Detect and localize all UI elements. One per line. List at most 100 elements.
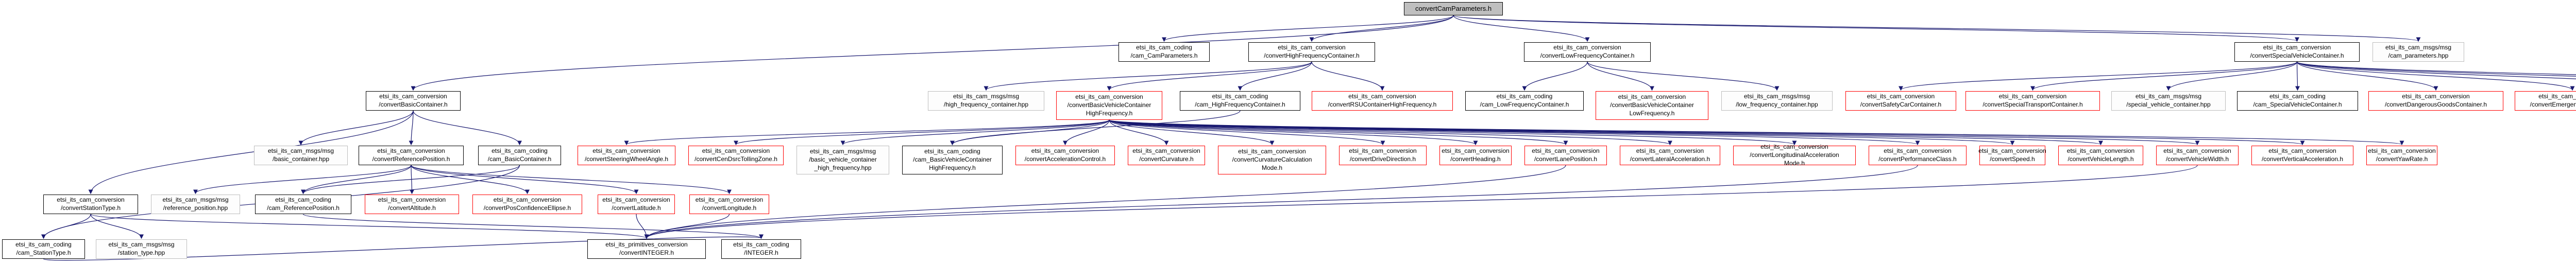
include-edge-convert-basic-container--cam-basic-container [413, 110, 522, 146]
graph-node-cam-station-type[interactable]: etsi_its_cam_coding/cam_StationType.h [2, 239, 85, 259]
graph-node-cam-reference-position[interactable]: etsi_its_cam_coding/cam_ReferencePositio… [255, 195, 351, 214]
include-edge-cam-station-type--cam-integer [43, 234, 764, 261]
graph-node-convert-lateral-acceleration[interactable]: etsi_its_cam_conversion/convertLateralAc… [1620, 146, 1720, 165]
graph-node-convert-vertical-acceleration[interactable]: etsi_its_cam_conversion/convertVerticalA… [2251, 146, 2353, 165]
include-edge-convert-hfc--hfc-hpp [984, 61, 1312, 91]
include-edge-convert-latitude--convert-integer [636, 214, 649, 239]
graph-node-convert-vehicle-width[interactable]: etsi_its_cam_conversion/convertVehicleWi… [2156, 146, 2239, 165]
include-edge-convert-svc--cam-svc [2295, 61, 2300, 91]
graph-node-hfc-hpp[interactable]: etsi_its_cam_msgs/msg/high_frequency_con… [928, 91, 1044, 111]
graph-node-cam-lfc[interactable]: etsi_its_cam_coding/cam_LowFrequencyCont… [1465, 91, 1584, 111]
graph-node-convert-bvchf[interactable]: etsi_its_cam_conversion/convertBasicVehi… [1056, 91, 1162, 120]
include-edge-convert-bvchf--convert-lane-position [1109, 119, 1568, 146]
include-edge-convert-reference-position--convert-pos-confidence-ellipse [411, 165, 530, 195]
graph-node-convert-drive-direction[interactable]: etsi_its_cam_conversion/convertDriveDire… [1339, 146, 1427, 165]
include-edge-convert-basic-container--convert-station-type [88, 110, 414, 195]
graph-node-convert-lfc[interactable]: etsi_its_cam_conversion/convertLowFreque… [1524, 42, 1651, 62]
include-edge-convert-hfc--convert-bvchf [1107, 61, 1312, 91]
include-edge-convert-svc--convert-safety-car [1899, 61, 2298, 91]
include-edge-convert-bvchf--convert-vehicle-length [1109, 119, 2103, 146]
graph-node-convert-safety-car[interactable]: etsi_its_cam_conversion/convertSafetyCar… [1845, 91, 1956, 111]
include-edge-convert-bvchf--convert-acceleration-control [1063, 119, 1110, 146]
graph-node-convert-longitudinal-acceleration[interactable]: etsi_its_cam_conversion/convertLongitudi… [1733, 143, 1856, 167]
graph-node-convert-reference-position[interactable]: etsi_its_cam_conversion/convertReference… [359, 146, 464, 165]
include-edge-convert-bvchf--convert-vehicle-width [1109, 119, 2199, 146]
include-edge-convert-reference-position--reference-position-hpp [193, 165, 412, 195]
graph-node-convert-dangerous-goods[interactable]: etsi_its_cam_conversion/convertDangerous… [2368, 91, 2503, 111]
include-edge-convert-bvchf--convert-yaw-rate [1109, 119, 2404, 146]
graph-node-lfc-hpp[interactable]: etsi_its_cam_msgs/msg/low_frequency_cont… [1721, 91, 1833, 111]
include-edge-root--cam-parameters-hpp [1453, 15, 2420, 42]
include-edge-convert-hfc--cam-hfc [1238, 61, 1312, 91]
graph-node-convert-hfc[interactable]: etsi_its_cam_conversion/convertHighFrequ… [1248, 42, 1375, 62]
graph-node-convert-yaw-rate[interactable]: etsi_its_cam_conversion/convertYawRate.h [2366, 146, 2437, 165]
graph-node-convert-altitude[interactable]: etsi_its_cam_conversion/convertAltitude.… [365, 195, 459, 214]
graph-node-convert-pos-confidence-ellipse[interactable]: etsi_its_cam_conversion/convertPosConfid… [472, 195, 582, 214]
graph-node-convert-svc[interactable]: etsi_its_cam_conversion/convertSpecialVe… [2234, 42, 2360, 62]
include-edge-convert-svc--convert-special-transport [2030, 61, 2298, 91]
graph-node-convert-bvclf[interactable]: etsi_its_cam_conversion/convertBasicVehi… [1596, 91, 1708, 120]
graph-node-convert-integer[interactable]: etsi_its_primitives_conversion/convertIN… [587, 239, 706, 259]
include-edge-convert-station-type--cam-station-type [41, 214, 91, 239]
graph-node-convert-curvature[interactable]: etsi_its_cam_conversion/convertCurvature… [1128, 146, 1205, 165]
graph-node-convert-steering-wheel-angle[interactable]: etsi_its_cam_conversion/convertSteeringW… [578, 146, 675, 165]
graph-node-convert-special-transport[interactable]: etsi_its_cam_conversion/convertSpecialTr… [1965, 91, 2100, 111]
graph-node-cam-parameters-hpp[interactable]: etsi_its_cam_msgs/msg/cam_parameters.hpp [2372, 42, 2464, 62]
graph-node-convert-lane-position[interactable]: etsi_its_cam_conversion/convertLanePosit… [1524, 146, 1607, 165]
include-edge-convert-bvchf--convert-performance-class [1109, 119, 1920, 146]
include-edge-root--convert-hfc [1309, 15, 1454, 42]
graph-node-cam-integer[interactable]: etsi_its_cam_coding/INTEGER.h [721, 239, 801, 259]
graph-node-convert-speed[interactable]: etsi_its_cam_conversion/convertSpeed.h [1978, 146, 2046, 165]
graph-node-basic-container-hpp[interactable]: etsi_its_cam_msgs/msg/basic_container.hp… [254, 146, 348, 165]
include-edge-convert-svc--convert-emergency [2296, 61, 2575, 91]
graph-node-convert-acceleration-control[interactable]: etsi_its_cam_conversion/convertAccelerat… [1015, 146, 1115, 165]
graph-node-station-type-hpp[interactable]: etsi_its_cam_msgs/msg/station_type.hpp [96, 239, 187, 259]
include-edge-convert-longitude--convert-integer [644, 214, 730, 239]
include-edge-convert-lfc--convert-bvclf [1587, 61, 1654, 91]
graph-node-convert-basic-container[interactable]: etsi_its_cam_conversion/convertBasicCont… [366, 91, 461, 111]
include-edge-convert-bvchf--convert-curvature [1109, 119, 1169, 146]
include-edge-convert-svc--svc-hpp [2166, 61, 2298, 91]
include-edge-convert-basic-container--convert-reference-position [409, 110, 414, 146]
graph-node-cam-svc[interactable]: etsi_its_cam_coding/cam_SpecialVehicleCo… [2237, 91, 2358, 111]
include-edge-convert-svc--convert-roadworks [2296, 61, 2576, 75]
edge-group [41, 15, 2576, 261]
include-edge-cam-hfc--cam-bvchf [950, 110, 1241, 146]
include-edge-root--convert-lfc [1453, 15, 1590, 42]
graph-node-convert-curvature-calculation-mode[interactable]: etsi_its_cam_conversion/convertCurvature… [1218, 146, 1326, 174]
graph-node-convert-emergency[interactable]: etsi_its_cam_conversion/convertEmergency… [2515, 91, 2576, 111]
graph-node-convert-rsu[interactable]: etsi_its_cam_conversion/convertRSUContai… [1312, 91, 1453, 111]
graph-node-svc-hpp[interactable]: etsi_its_cam_msgs/msg/special_vehicle_co… [2111, 91, 2226, 111]
include-edge-root--convert-svc [1453, 15, 2299, 42]
graph-node-convert-cen-dsrc-tolling-zone[interactable]: etsi_its_cam_conversion/convertCenDsrcTo… [688, 146, 784, 165]
graph-node-convert-latitude[interactable]: etsi_its_cam_conversion/convertLatitude.… [598, 195, 675, 214]
include-edge-convert-reference-position--convert-latitude [411, 165, 639, 195]
graph-node-cam-hfc[interactable]: etsi_its_cam_coding/cam_HighFrequencyCon… [1180, 91, 1300, 111]
include-edge-cam-reference-position--cam-integer [302, 214, 764, 239]
include-edge-convert-bvchf--convert-drive-direction [1109, 119, 1385, 146]
graph-node-convert-performance-class[interactable]: etsi_its_cam_conversion/convertPerforman… [1869, 146, 1967, 165]
graph-node-root[interactable]: convertCamParameters.h [1404, 2, 1503, 15]
include-edge-cam-basic-container--cam-reference-position [301, 165, 520, 195]
graph-node-convert-heading[interactable]: etsi_its_cam_conversion/convertHeading.h [1439, 146, 1512, 165]
graph-node-bvchf-hpp[interactable]: etsi_its_cam_msgs/msg/basic_vehicle_cont… [796, 146, 889, 174]
include-edge-convert-bvchf--convert-longitudinal-acceleration [1109, 119, 1797, 146]
graph-node-convert-longitude[interactable]: etsi_its_cam_conversion/convertLongitude… [689, 195, 769, 214]
graph-node-reference-position-hpp[interactable]: etsi_its_cam_msgs/msg/reference_position… [151, 195, 240, 214]
include-edge-convert-bvchf--convert-curvature-calculation-mode [1109, 119, 1275, 146]
include-edge-convert-bvchf--bvchf-hpp [840, 119, 1110, 146]
include-edge-convert-svc--convert-rescue [2296, 61, 2576, 77]
graph-node-convert-vehicle-length[interactable]: etsi_its_cam_conversion/convertVehicleLe… [2058, 146, 2143, 165]
graph-node-cam-basic-container[interactable]: etsi_its_cam_coding/cam_BasicContainer.h [478, 146, 561, 165]
include-edge-convert-performance-class--convert-integer [644, 165, 1918, 239]
include-edge-convert-station-type--convert-integer [90, 214, 649, 239]
include-edge-convert-bvchf--convert-cen-dsrc-tolling-zone [734, 119, 1110, 146]
include-edge-root--cam-camparameters [1162, 15, 1454, 42]
graph-node-cam-bvchf[interactable]: etsi_its_cam_coding/cam_BasicVehicleCont… [902, 146, 1003, 174]
graph-node-convert-station-type[interactable]: etsi_its_cam_conversion/convertStationTy… [43, 195, 138, 214]
include-edge-convert-reference-position--convert-longitude [411, 165, 732, 195]
include-edge-convert-reference-position--cam-reference-position [301, 165, 412, 195]
graph-node-cam-camparameters[interactable]: etsi_its_cam_coding/cam_CamParameters.h [1118, 42, 1210, 62]
include-edge-root--convert-basic-container [411, 15, 1454, 91]
